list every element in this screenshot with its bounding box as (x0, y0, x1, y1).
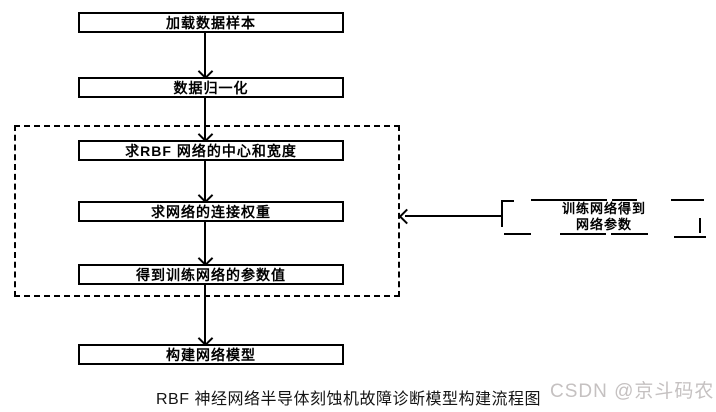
training-group-dashed-box (14, 125, 400, 297)
figure-caption: RBF 神经网络半导体刻蚀机故障诊断模型构建流程图 (156, 391, 541, 408)
connector-1-line (204, 33, 206, 77)
callout-arrowhead-icon (398, 208, 415, 225)
callout-border-top-2 (612, 199, 637, 201)
connector-2-line (204, 98, 206, 140)
connector-5-line (204, 285, 206, 344)
flow-step-center-width: 求RBF 网络的中心和宽度 (78, 140, 344, 161)
flow-step-load-data: 加载数据样本 (78, 12, 344, 33)
callout-arrow-line (405, 215, 502, 217)
callout-border-left (501, 200, 503, 227)
callout-border-bottom-2 (560, 233, 606, 235)
callout-border-top-3 (671, 199, 704, 201)
csdn-watermark: CSDN @京斗码农 (550, 381, 715, 402)
training-callout-line1: 训练网络得到 (561, 201, 646, 216)
callout-border-left-stub (501, 200, 514, 202)
connector-4-line (204, 222, 206, 264)
callout-border-top-1 (531, 199, 607, 201)
callout-border-bottom-4 (674, 236, 706, 238)
connector-3-line (204, 161, 206, 201)
flow-step-build-model: 构建网络模型 (78, 344, 344, 365)
callout-border-bottom-3 (611, 233, 648, 235)
flow-step-weights: 求网络的连接权重 (78, 201, 344, 222)
callout-border-right (699, 218, 701, 233)
training-callout: 训练网络得到 网络参数 (508, 201, 700, 233)
training-callout-line2: 网络参数 (575, 217, 632, 232)
flow-step-trained-params: 得到训练网络的参数值 (78, 264, 344, 285)
callout-border-bottom-1 (504, 233, 531, 235)
flow-step-normalize: 数据归一化 (78, 77, 344, 98)
